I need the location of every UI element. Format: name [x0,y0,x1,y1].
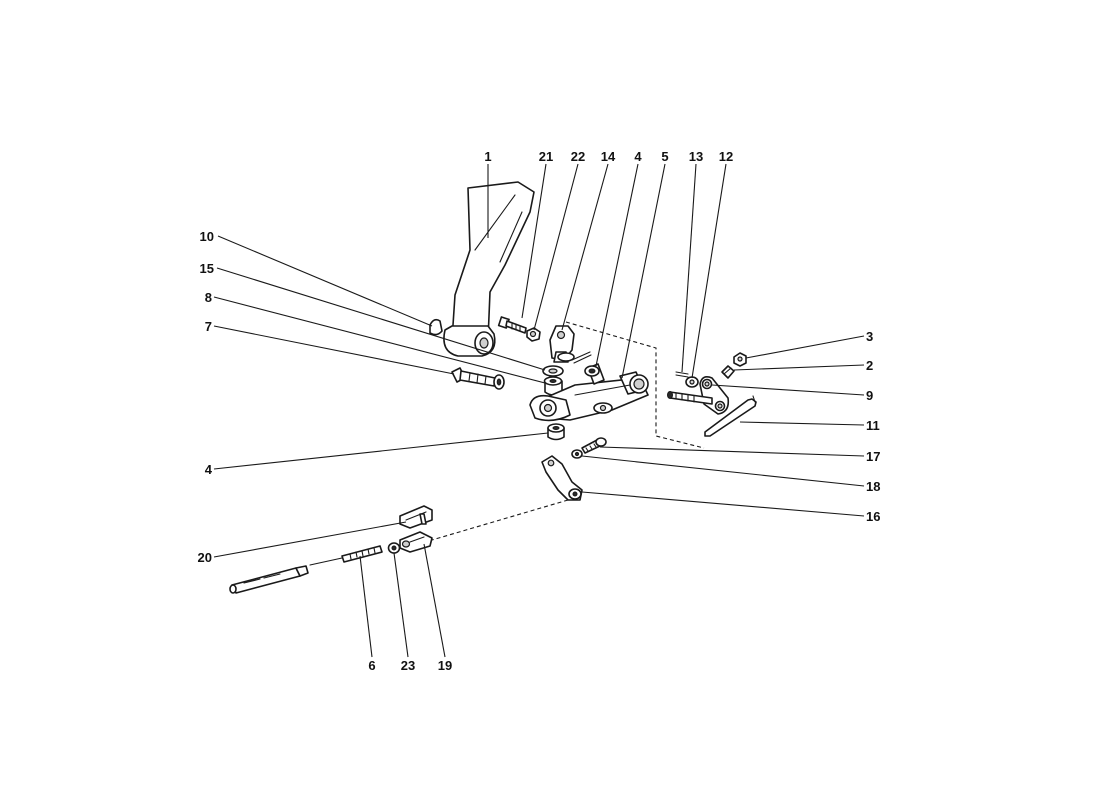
callout-13: 13 [689,149,703,164]
callout-17: 17 [866,449,880,464]
callout-14: 14 [601,149,616,164]
washer-12 [685,376,699,388]
assembly-dashed-guide [565,321,705,449]
leader-lines [213,163,865,658]
bolt-21 [497,316,527,334]
clevis-19 [399,531,433,553]
clip-20 [399,505,433,529]
cotter-pin-13 [675,371,689,378]
callout-6: 6 [368,658,375,673]
threaded-rod-6 [309,545,383,566]
callout-15: 15 [200,261,214,276]
nut-3 [733,352,747,367]
callout-9: 9 [866,388,873,403]
callout-7: 7 [205,319,212,334]
washer-15 [542,365,564,377]
callout-16: 16 [866,509,880,524]
callout-10: 10 [200,229,214,244]
nut-18 [571,449,583,459]
callout-19: 19 [438,658,452,673]
lever-plate-9 [699,376,730,415]
callout-12: 12 [719,149,733,164]
rod-11 [704,395,757,437]
bolt-7 [451,367,505,390]
callout-22: 22 [571,149,585,164]
callout-1: 1 [484,149,491,164]
bracket-14 [549,325,575,363]
callout-4-top: 4 [634,149,642,164]
callout-21: 21 [539,149,553,164]
callout-3: 3 [866,329,873,344]
bush-4-lower [547,423,565,441]
callout-4-left: 4 [205,462,213,477]
nut-23 [387,542,401,554]
callout-23: 23 [401,658,415,673]
callout-labels: 1 21 22 14 4 5 13 12 10 15 8 7 4 20 3 2 … [198,149,881,673]
shaft [667,391,713,405]
callout-20: 20 [198,550,212,565]
callout-5: 5 [661,149,668,164]
linkage-dashed-guide [431,499,569,541]
bolt-2 [721,365,735,379]
callout-11: 11 [866,418,880,433]
spring-pin [571,351,592,364]
callout-8: 8 [205,290,212,305]
lever-body [529,363,649,422]
pedal-arm [443,181,535,357]
nut-22 [526,327,541,342]
pedal-clip [429,318,443,336]
cable-sleeve [229,565,309,594]
callout-18: 18 [866,479,880,494]
lever-16 [541,455,583,501]
bolt-17 [581,437,607,454]
callout-2: 2 [866,358,873,373]
